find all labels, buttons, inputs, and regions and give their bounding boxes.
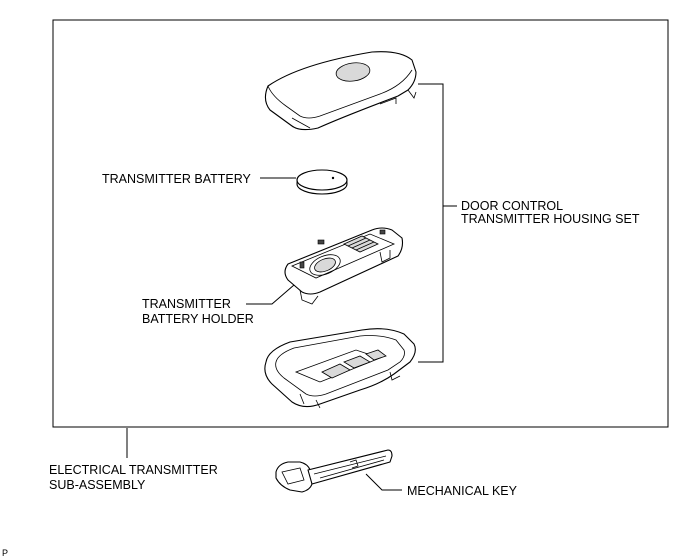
- mechanical-key-part: [275, 449, 393, 493]
- housing-set-bracket: [418, 83, 444, 363]
- coin-battery-part: [296, 169, 348, 195]
- battery-holder-leader: [246, 284, 295, 305]
- lower-housing-part: [264, 328, 416, 409]
- label-transmitter-battery: TRANSMITTER BATTERY: [102, 172, 252, 186]
- mechanical-key-leader: [365, 473, 402, 491]
- battery-holder-part: [284, 227, 404, 305]
- label-battery-holder-line2: BATTERY HOLDER: [142, 312, 254, 326]
- label-housing-set-line2: TRANSMITTER HOUSING SET: [461, 212, 640, 226]
- upper-housing-part: [264, 51, 417, 131]
- label-sub-assembly-line2: SUB-ASSEMBLY: [49, 478, 146, 492]
- label-housing-set-line1: DOOR CONTROL: [461, 199, 563, 213]
- label-mechanical-key: MECHANICAL KEY: [407, 484, 518, 498]
- assembly-frame: [52, 19, 669, 428]
- label-sub-assembly-line1: ELECTRICAL TRANSMITTER: [49, 463, 218, 477]
- label-battery-holder-line1: TRANSMITTER: [142, 297, 231, 311]
- corner-mark: P: [2, 548, 8, 558]
